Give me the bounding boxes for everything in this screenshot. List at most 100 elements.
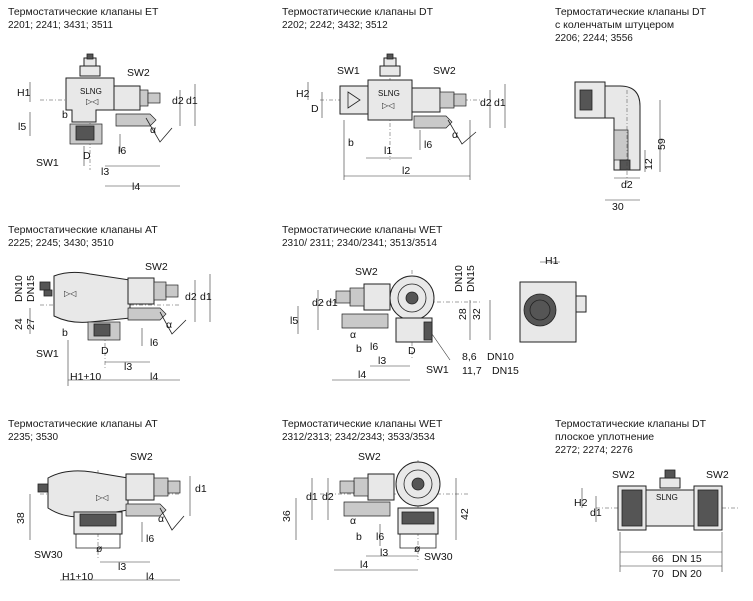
caption-codes: 2310/ 2311; 2340/2341; 3513/3514 [282, 238, 437, 249]
svg-text:l4: l4 [146, 571, 154, 583]
svg-text:SW2: SW2 [706, 469, 729, 481]
caption-title: Термостатические клапаны WET [282, 418, 443, 430]
svg-text:H1: H1 [17, 87, 31, 99]
svg-text:SW1: SW1 [337, 65, 360, 77]
caption-subtitle: плоское уплотнение [555, 431, 655, 443]
brand-mark: SLNG [80, 87, 102, 96]
svg-text:α: α [166, 319, 172, 331]
svg-text:ø: ø [96, 543, 103, 555]
svg-text:DN10: DN10 [487, 351, 514, 363]
caption-codes: 2272; 2274; 2276 [555, 445, 633, 456]
svg-text:▷◁: ▷◁ [64, 289, 77, 298]
svg-text:D: D [83, 150, 91, 162]
svg-text:30: 30 [612, 201, 624, 213]
drawing-wet2: SW2 36 d1 d2 α b l6 l3 ø l4 SW30 42 [281, 451, 471, 571]
caption-dt: Термостатические клапаны DT 2202; 2242; … [282, 6, 433, 32]
svg-text:l3: l3 [124, 361, 132, 373]
svg-text:b: b [348, 137, 354, 149]
svg-text:28: 28 [457, 308, 469, 320]
svg-text:b: b [356, 531, 362, 543]
svg-text:32: 32 [471, 308, 483, 320]
svg-text:d2: d2 [172, 95, 184, 107]
caption-title: Термостатические клапаны AT [8, 418, 158, 430]
svg-text:SLNG: SLNG [656, 493, 678, 502]
svg-text:DN 20: DN 20 [672, 568, 702, 580]
svg-text:l6: l6 [370, 341, 378, 353]
svg-text:d2: d2 [480, 97, 492, 109]
svg-text:l6: l6 [146, 533, 154, 545]
caption-at2: Термостатические клапаны AT 2235; 3530 [8, 418, 158, 444]
svg-text:l6: l6 [118, 145, 126, 157]
svg-text:SW1: SW1 [36, 348, 59, 360]
svg-text:D: D [311, 103, 319, 115]
svg-text:l6: l6 [424, 139, 432, 151]
svg-text:▷◁: ▷◁ [96, 493, 109, 502]
svg-text:d1: d1 [326, 297, 338, 309]
svg-text:l5: l5 [290, 315, 298, 327]
svg-text:DN10: DN10 [453, 265, 465, 292]
caption-title: Термостатические клапаны DT [555, 418, 707, 430]
svg-text:27: 27 [25, 318, 37, 330]
svg-text:d2: d2 [322, 491, 334, 503]
svg-text:α: α [350, 329, 356, 341]
caption-codes: 2312/2313; 2342/2343; 3533/3534 [282, 432, 435, 443]
svg-text:l3: l3 [101, 166, 109, 178]
caption-at1: Термостатические клапаны AT 2225; 2245; … [8, 224, 158, 250]
svg-text:SW2: SW2 [355, 266, 378, 278]
svg-text:H1: H1 [545, 255, 559, 267]
drawing-at2: ▷◁ SW2 38 SW30 ø l3 l6 H1+10 l4 α d1 [15, 451, 207, 583]
svg-text:D: D [101, 345, 109, 357]
caption-dt-elbow: Термостатические клапаны DT с коленчатым… [555, 6, 706, 45]
caption-title: Термостатические клапаны DT [555, 6, 707, 18]
svg-text:b: b [62, 327, 68, 339]
svg-text:H2: H2 [296, 88, 310, 100]
svg-text:SW2: SW2 [358, 451, 381, 463]
svg-text:DN15: DN15 [25, 275, 37, 302]
caption-subtitle: с коленчатым штуцером [555, 19, 675, 31]
svg-text:l4: l4 [360, 559, 368, 571]
svg-text:d1: d1 [494, 97, 506, 109]
svg-text:ø: ø [414, 543, 421, 555]
drawing-wet1: SW2 DN10 DN15 28 32 H1 l5 d2 d1 α b l6 l… [290, 255, 587, 381]
svg-text:24: 24 [13, 318, 25, 330]
drawing-at1: ▷◁ SW2 DN10 DN15 24 27 b SW1 D l3 l6 [13, 261, 212, 386]
svg-text:α: α [150, 124, 156, 136]
svg-text:70: 70 [652, 568, 664, 580]
svg-text:d2: d2 [185, 291, 197, 303]
svg-text:D: D [408, 345, 416, 357]
svg-text:α: α [158, 513, 164, 525]
svg-text:l4: l4 [358, 369, 366, 381]
svg-text:H2: H2 [574, 497, 588, 509]
svg-text:l3: l3 [118, 561, 126, 573]
caption-title: Термостатические клапаны WET [282, 224, 443, 236]
drawing-dt-flat: SLNG SW2 SW2 H2 d1 66 DN 15 70 DN 20 [574, 469, 740, 580]
svg-text:d1: d1 [195, 483, 207, 495]
svg-text:SW1: SW1 [426, 364, 449, 376]
svg-text:l4: l4 [132, 181, 140, 193]
svg-text:12: 12 [643, 158, 655, 170]
svg-text:DN15: DN15 [492, 365, 519, 377]
svg-text:▷◁: ▷◁ [86, 97, 99, 106]
drawing-dt: SLNG ▷◁ SW1 SW2 H2 D b l1 l6 l2 [296, 53, 506, 180]
svg-text:l3: l3 [378, 355, 386, 367]
svg-text:H1+10: H1+10 [70, 371, 101, 383]
svg-text:d1: d1 [306, 491, 318, 503]
svg-text:d1: d1 [186, 95, 198, 107]
svg-text:d2: d2 [621, 179, 633, 191]
caption-dt-flat: Термостатические клапаны DT плоское упло… [555, 418, 706, 457]
svg-text:SW2: SW2 [612, 469, 635, 481]
svg-text:59: 59 [656, 138, 668, 150]
svg-text:l1: l1 [384, 145, 392, 157]
svg-text:b: b [356, 343, 362, 355]
svg-text:H1+10: H1+10 [62, 571, 93, 583]
svg-text:SW2: SW2 [127, 67, 150, 79]
svg-text:α: α [452, 129, 458, 141]
caption-codes: 2206; 2244; 3556 [555, 33, 633, 44]
svg-text:l4: l4 [150, 371, 158, 383]
svg-text:SW30: SW30 [424, 551, 453, 563]
svg-text:b: b [62, 109, 68, 121]
caption-et: Термостатические клапаны ET 2201; 2241; … [8, 6, 158, 32]
svg-text:l2: l2 [402, 165, 410, 177]
